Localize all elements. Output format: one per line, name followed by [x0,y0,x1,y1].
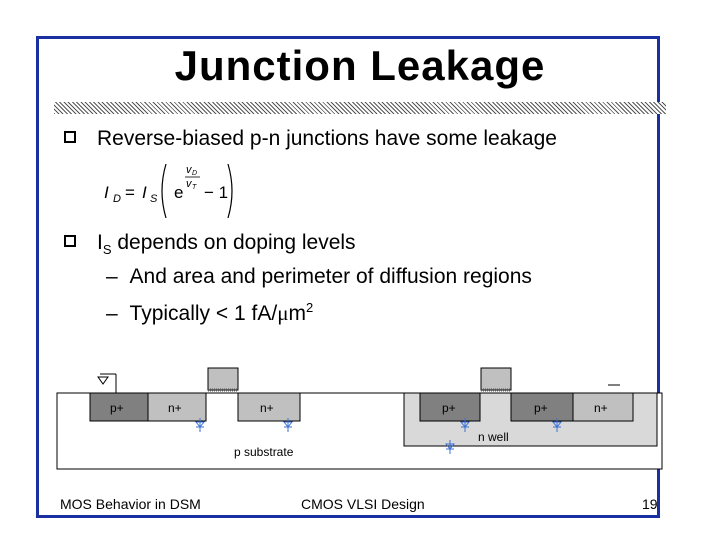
label-p-plus-1: p+ [110,401,124,415]
ground-triangle-icon [97,376,109,385]
p-plus-diffusion-3 [510,392,574,422]
label-p-plus-2: p+ [442,401,456,415]
label-n-plus-1: n+ [168,401,182,415]
sub-bullet-1: – And area and perimeter of diffusion re… [106,265,532,289]
eq-right-paren [227,163,233,219]
diode-icon [194,418,563,454]
label-n-plus-2: n+ [260,401,274,415]
footer-center: CMOS VLSI Design [301,496,425,512]
title-divider [54,102,666,114]
gate-2 [480,367,512,391]
slide-title: Junction Leakage [174,42,546,89]
eq-equals: = [125,183,135,202]
page-number: 19 [642,496,658,512]
label-p-substrate: p substrate [234,445,294,459]
p-plus-diffusion-1 [89,392,149,422]
sub-bullet-2-text: Typically < 1 fA/ [129,302,278,325]
sub-bullet-2-m: m [288,302,306,325]
label-n-plus-3: n+ [594,401,608,415]
diode-equation: I D = I S e v D v T − 1 [104,163,233,219]
sub-bullet-2-sup: 2 [305,300,314,315]
eq-e: e [174,183,183,202]
eq-is-sub: S [150,193,158,205]
eq-exp-num-sub: D [192,170,197,177]
bullet-2-text: depends on doping levels [111,231,356,254]
eq-is: I [142,183,147,202]
sub-bullet-2-mu: μ [277,301,289,325]
n-plus-diffusion-2 [237,392,301,422]
p-plus-diffusion-2 [419,392,481,422]
bullet-box-icon [64,235,76,247]
cross-section-diagram: p+ n+ n+ p+ p+ n+ n well p substrate [56,367,663,470]
footer-left: MOS Behavior in DSM [60,496,201,512]
eq-left-paren [161,163,167,219]
n-plus-diffusion-1 [147,392,207,422]
gate-1 [207,367,239,391]
sub-bullet-1-text: And area and perimeter of diffusion regi… [129,265,532,288]
eq-exp-num: v [186,164,193,176]
eq-exp-den: v [186,178,193,190]
bullet-box-icon [64,131,76,143]
sub-bullet-2: – Typically < 1 fA/μm2 [106,300,313,326]
slide-frame [36,36,660,518]
eq-lhs: I [104,183,109,202]
n-plus-diffusion-3 [572,392,634,422]
eq-minus-one: − 1 [204,183,228,202]
sub-bullet-dash: – [106,265,118,288]
bullet-2: IS depends on doping levels [97,231,356,257]
bullet-2-symbol: I [97,231,103,254]
sub-bullet-dash: – [106,302,118,325]
label-p-plus-3: p+ [534,401,548,415]
label-n-well: n well [478,430,509,444]
eq-exp-den-sub: T [192,184,197,191]
bullet-2-symbol-sub: S [102,242,112,258]
eq-lhs-sub: D [113,193,121,205]
bullet-1: Reverse-biased p-n junctions have some l… [97,127,557,150]
ground-icon [100,373,117,393]
